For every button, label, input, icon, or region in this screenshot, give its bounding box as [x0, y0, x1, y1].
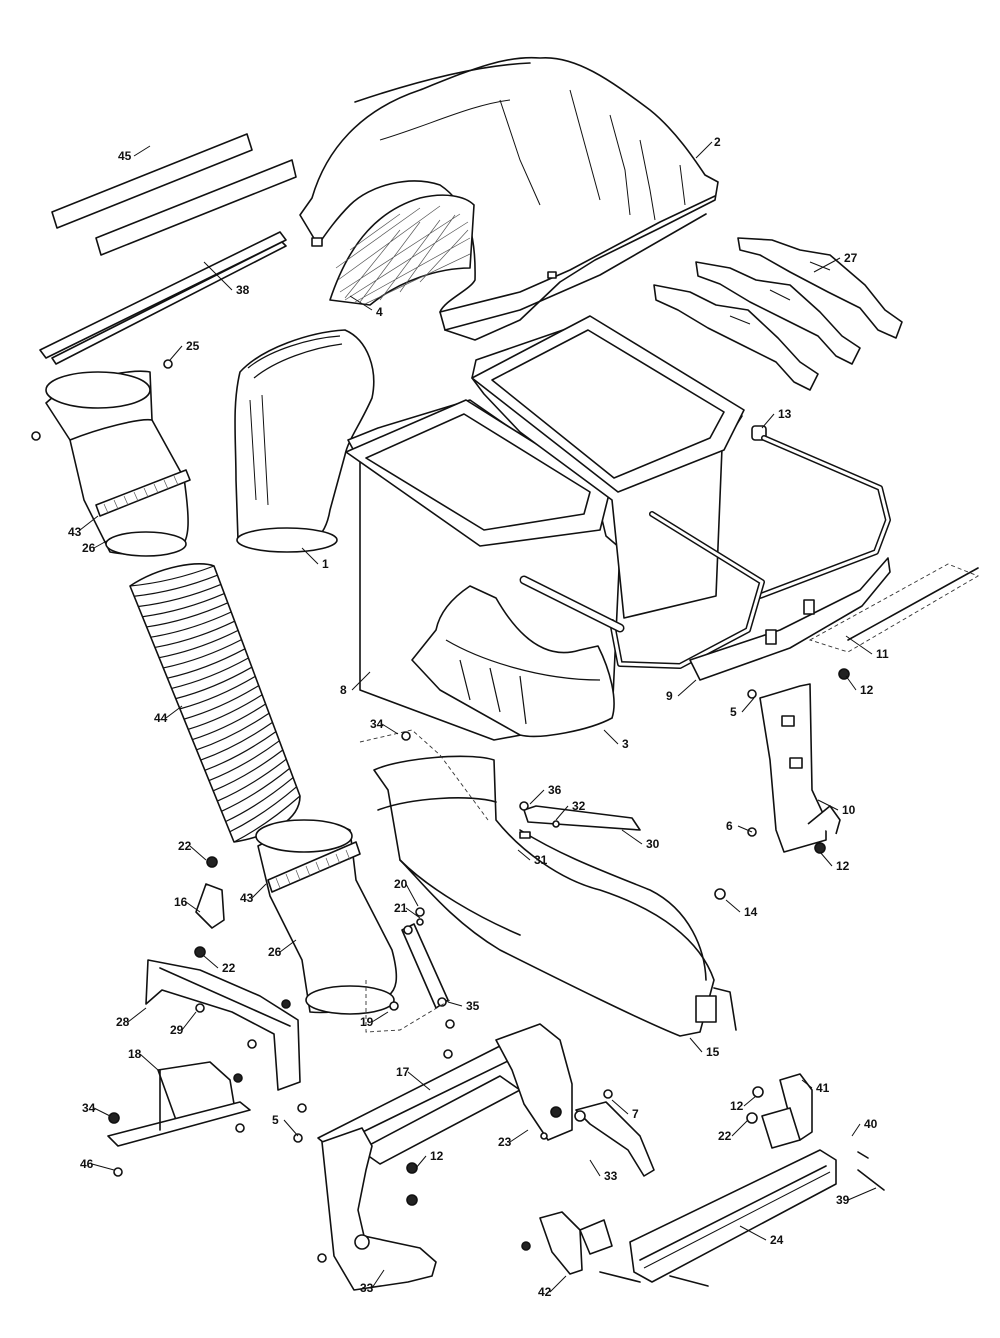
callout-13: 13 [778, 407, 792, 421]
callout-11: 11 [876, 647, 889, 661]
callout-31: 31 [534, 853, 548, 867]
part-43-lower-clamp [267, 841, 361, 893]
callout-26-upper: 26 [82, 541, 96, 555]
callout-4: 4 [376, 305, 383, 319]
callout-25: 25 [186, 339, 200, 353]
callout-21: 21 [394, 901, 408, 915]
part-42-bracket [539, 1211, 613, 1275]
part-26-lower-adapter [255, 819, 398, 1015]
part-28-mount-bracket [145, 959, 301, 1091]
callout-16: 16 [174, 895, 188, 909]
callout-12-d: 12 [430, 1149, 444, 1163]
part-7-bracket [574, 1101, 655, 1177]
part-4-mesh-screen [329, 194, 475, 306]
part-15-lower-chute [373, 755, 737, 1037]
callout-5-b: 5 [272, 1113, 279, 1127]
part-8-second-bag [471, 315, 745, 619]
assembly-dashed-outline [359, 729, 489, 1033]
callout-33-a: 33 [604, 1169, 618, 1183]
callout-24: 24 [770, 1233, 784, 1247]
callout-12-a: 12 [860, 683, 874, 697]
callout-43-lower: 43 [240, 891, 254, 905]
part-11-rod [808, 563, 980, 653]
callout-17: 17 [396, 1065, 410, 1079]
callout-44: 44 [154, 711, 168, 725]
callout-45: 45 [118, 149, 132, 163]
callout-22-a: 22 [178, 839, 192, 853]
callout-20: 20 [394, 877, 408, 891]
callout-6: 6 [726, 819, 733, 833]
callout-15: 15 [706, 1045, 720, 1059]
callout-23: 23 [498, 1135, 512, 1149]
callout-40: 40 [864, 1117, 878, 1131]
part-35-link-arm [401, 923, 449, 1009]
part-27-blades [653, 237, 903, 391]
callouts: 45 38 2 4 27 25 13 43 26 1 11 8 9 12 44 … [68, 135, 889, 1299]
part-30-strap [519, 805, 641, 839]
part-3-chute-housing [411, 585, 615, 738]
callout-34-a: 34 [370, 717, 384, 731]
part-24-bumper-bar [629, 1149, 837, 1283]
callout-38: 38 [236, 283, 250, 297]
callout-29: 29 [170, 1023, 184, 1037]
callout-26-lower: 26 [268, 945, 282, 959]
part-41-bracket [761, 1073, 813, 1149]
part-9-bracket [689, 557, 891, 681]
callout-28: 28 [116, 1015, 130, 1029]
callout-22-b: 22 [222, 961, 236, 975]
callout-2: 2 [714, 135, 721, 149]
callout-12-b: 12 [836, 859, 850, 873]
part-1-elbow-chute [234, 329, 375, 553]
callout-36: 36 [548, 783, 562, 797]
fasteners [31, 359, 885, 1287]
part-18-deflector [107, 1061, 251, 1147]
callout-9: 9 [666, 689, 673, 703]
part-16-bracket [195, 883, 225, 929]
part-33-side-plate [321, 1127, 437, 1291]
part-43-upper-clamp [95, 469, 191, 517]
callout-33-b: 33 [360, 1281, 374, 1295]
leader-lines [79, 141, 877, 1293]
callout-27: 27 [844, 251, 858, 265]
callout-41: 41 [816, 1081, 830, 1095]
part-44-hose [129, 563, 301, 843]
callout-46: 46 [80, 1157, 94, 1171]
callout-30: 30 [646, 837, 660, 851]
callout-39: 39 [836, 1193, 850, 1207]
handle-frame [519, 435, 891, 669]
part-26-upper-adapter [45, 370, 189, 557]
callout-35: 35 [466, 999, 480, 1013]
callout-1: 1 [322, 557, 329, 571]
callout-32: 32 [572, 799, 586, 813]
part-10-hinge-plate [759, 683, 841, 853]
callout-12-c: 12 [730, 1099, 744, 1113]
callout-19: 19 [360, 1015, 374, 1029]
callout-14: 14 [744, 905, 758, 919]
callout-8: 8 [340, 683, 347, 697]
callout-34-b: 34 [82, 1101, 96, 1115]
callout-3: 3 [622, 737, 629, 751]
callout-7: 7 [632, 1107, 639, 1121]
part-38-rail [39, 231, 287, 365]
callout-42: 42 [538, 1285, 552, 1299]
callout-43-upper: 43 [68, 525, 82, 539]
part-45-strip [51, 133, 297, 256]
callout-18: 18 [128, 1047, 142, 1061]
callout-10: 10 [842, 803, 856, 817]
part-2-hood-cover [299, 56, 719, 341]
callout-22-c: 22 [718, 1129, 732, 1143]
callout-5-a: 5 [730, 705, 737, 719]
